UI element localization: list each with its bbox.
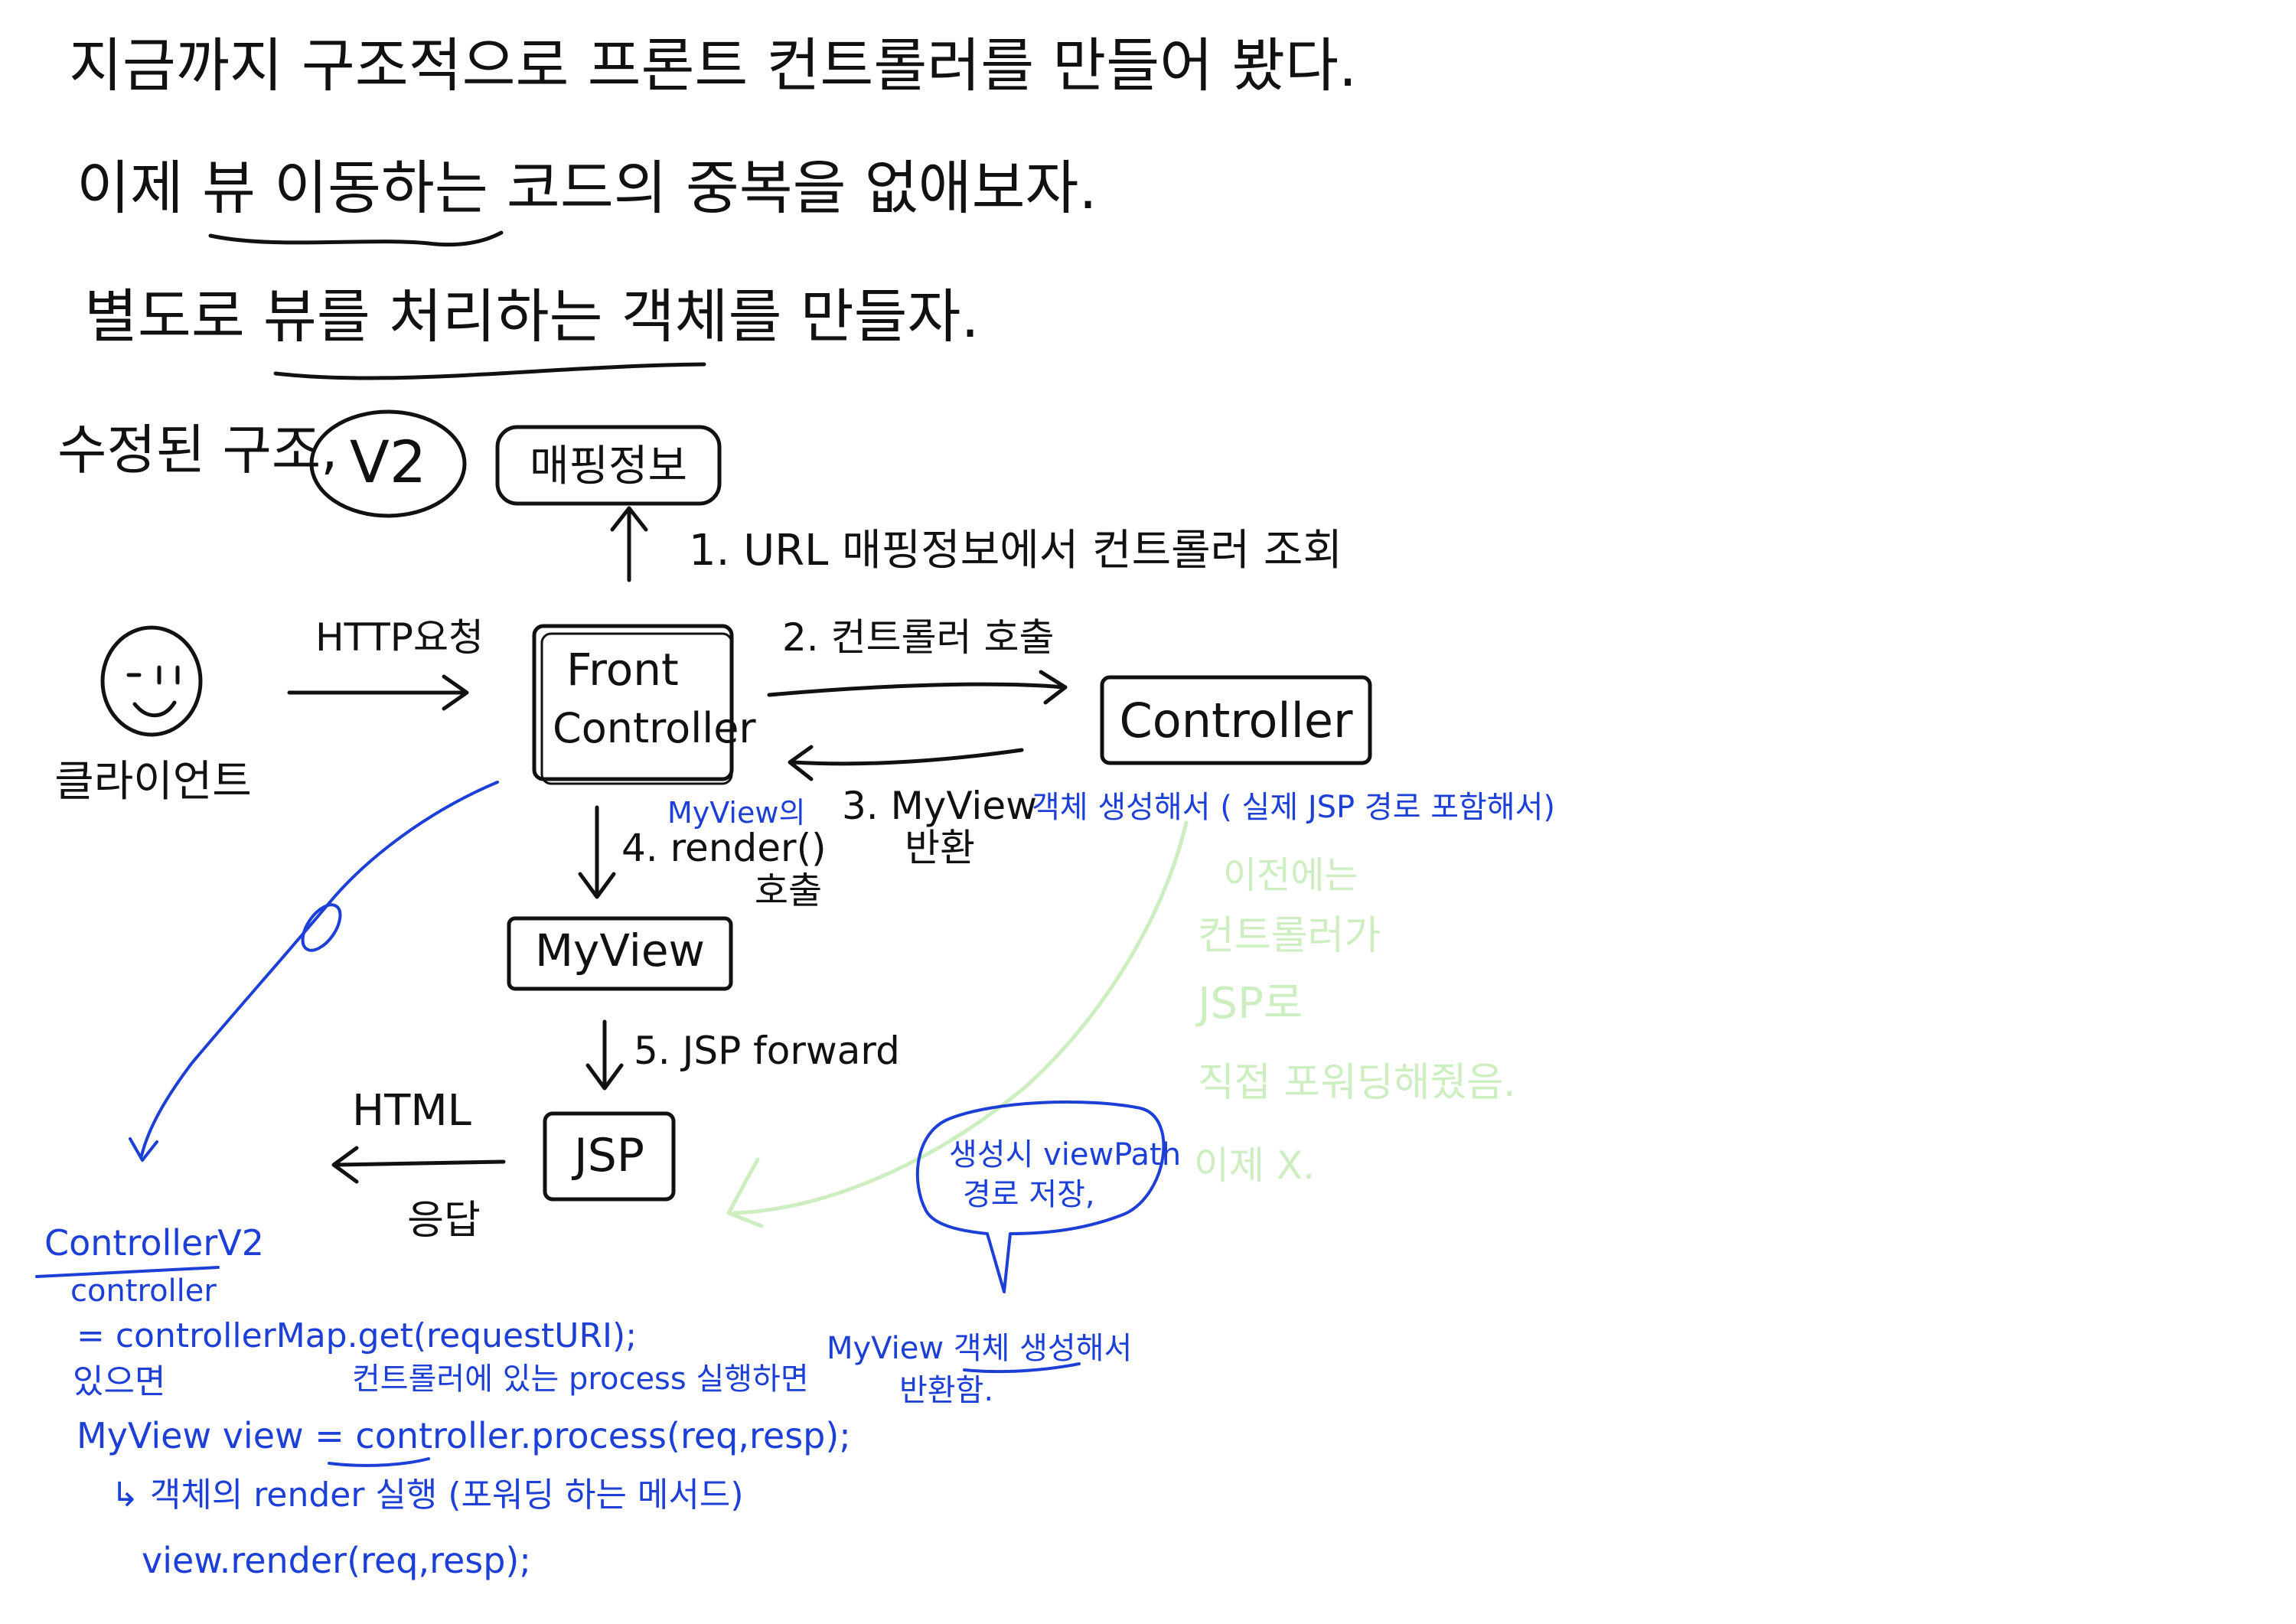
- myview-box: [507, 916, 733, 991]
- bubble-line-2: 경로 저장,: [963, 1177, 1095, 1212]
- step-4-label-2: 호출: [755, 869, 822, 912]
- heading-line-3-emphasis: 뷰를 처리하는 객체: [263, 282, 729, 351]
- arrow-step-3: [788, 745, 1024, 781]
- arrow-step-5: [585, 1019, 624, 1091]
- previous-note-line-3: JSP로: [1195, 979, 1303, 1029]
- code-line-3: 있으면: [73, 1362, 165, 1401]
- previous-note-line-1: 이전에는: [1223, 854, 1358, 897]
- code-line-4: MyView view = controller.process(req,res…: [77, 1415, 851, 1456]
- arrow-html-response: [331, 1146, 506, 1184]
- arrow-front-controller-to-code: [140, 781, 499, 1157]
- previous-note-line-2: 컨트롤러가: [1198, 913, 1381, 959]
- code-title: ControllerV2: [44, 1222, 264, 1264]
- myview-creation-note: 객체 생성해서 ( 실제 JSP 경로 포함해서): [1032, 790, 1555, 825]
- step-4-label-1: 4. render(): [621, 826, 827, 870]
- heading-line-2: 이제 뷰 이동하는 코드의 중복을 없애보자.: [77, 154, 1097, 222]
- curve-loop: [301, 903, 342, 952]
- mapping-info-box: [495, 425, 722, 506]
- code-line-6: view.render(req,resp);: [142, 1540, 531, 1581]
- arrow-head-previous: [726, 1157, 764, 1228]
- step-1-label: 1. URL 매핑정보에서 컨트롤러 조회: [689, 526, 1342, 576]
- arrow-previous-controller-to-jsp: [732, 820, 1189, 1215]
- code-note-process: 컨트롤러에 있는 process 실행하면: [352, 1361, 809, 1397]
- code-note-underline: [963, 1362, 1081, 1374]
- bubble-line-1: 생성시 viewPath: [949, 1137, 1181, 1172]
- version-circle: [309, 409, 467, 518]
- client-label: 클라이언트: [54, 757, 252, 807]
- smiley-face-icon: [100, 625, 203, 737]
- front-controller-label-1: Front: [566, 644, 679, 696]
- heading-line-3: 별도로 뷰를 처리하는 객체를 만들자.: [84, 282, 980, 351]
- mapping-info-label: 매핑정보: [530, 442, 687, 491]
- underline-view-object: [273, 362, 706, 380]
- underline-view-move-code: [208, 230, 504, 247]
- structure-label: 수정된 구조,: [57, 419, 338, 481]
- arrow-http-request: [287, 674, 469, 711]
- controller-label: Controller: [1120, 693, 1353, 748]
- http-request-label: HTTP요청: [315, 615, 484, 660]
- version-label: V2: [350, 428, 426, 496]
- step-4-note: MyView의: [667, 796, 805, 830]
- html-label: HTML: [352, 1086, 471, 1136]
- heading-line-1: 지금까지 구조적으로 프론트 컨트롤러를 만들어 봤다.: [69, 31, 1357, 99]
- front-controller-label-2: Controller: [553, 704, 756, 752]
- front-controller-box-shadow: [540, 632, 733, 785]
- controller-box: [1100, 675, 1372, 765]
- step-2-label: 2. 컨트롤러 호출: [782, 615, 1055, 660]
- previous-note-line-4: 직접 포워딩해줬음.: [1198, 1060, 1516, 1106]
- code-note-create: MyView 객체 생성해서: [827, 1331, 1132, 1366]
- jsp-label: JSP: [571, 1129, 644, 1182]
- code-line-5: ↳ 객체의 render 실행 (포워딩 하는 메서드): [111, 1476, 744, 1515]
- step-3-label-1: 3. MyView: [842, 784, 1037, 828]
- speech-bubble: [915, 1100, 1166, 1293]
- code-note-return: 반환함.: [899, 1373, 993, 1408]
- step-3-label-2: 반환: [905, 826, 975, 870]
- arrow-step-2: [767, 670, 1068, 705]
- heading-line-2-emphasis: 뷰 이동하는 코드: [202, 154, 614, 222]
- step-5-label: 5. JSP forward: [634, 1029, 900, 1073]
- arrow-step-4: [578, 805, 616, 899]
- arrow-step-1: [610, 506, 648, 582]
- code-line-4-underline: [328, 1457, 430, 1467]
- code-line-1: controller: [70, 1273, 217, 1309]
- response-label: 응답: [407, 1198, 481, 1244]
- code-line-2: = controllerMap.get(requestURI);: [77, 1316, 637, 1355]
- arrow-head-to-code: [129, 1137, 158, 1162]
- myview-label: MyView: [535, 925, 705, 977]
- previous-note-line-5: 이제 X.: [1194, 1143, 1315, 1188]
- code-title-underline: [35, 1266, 220, 1278]
- jsp-box: [543, 1111, 676, 1202]
